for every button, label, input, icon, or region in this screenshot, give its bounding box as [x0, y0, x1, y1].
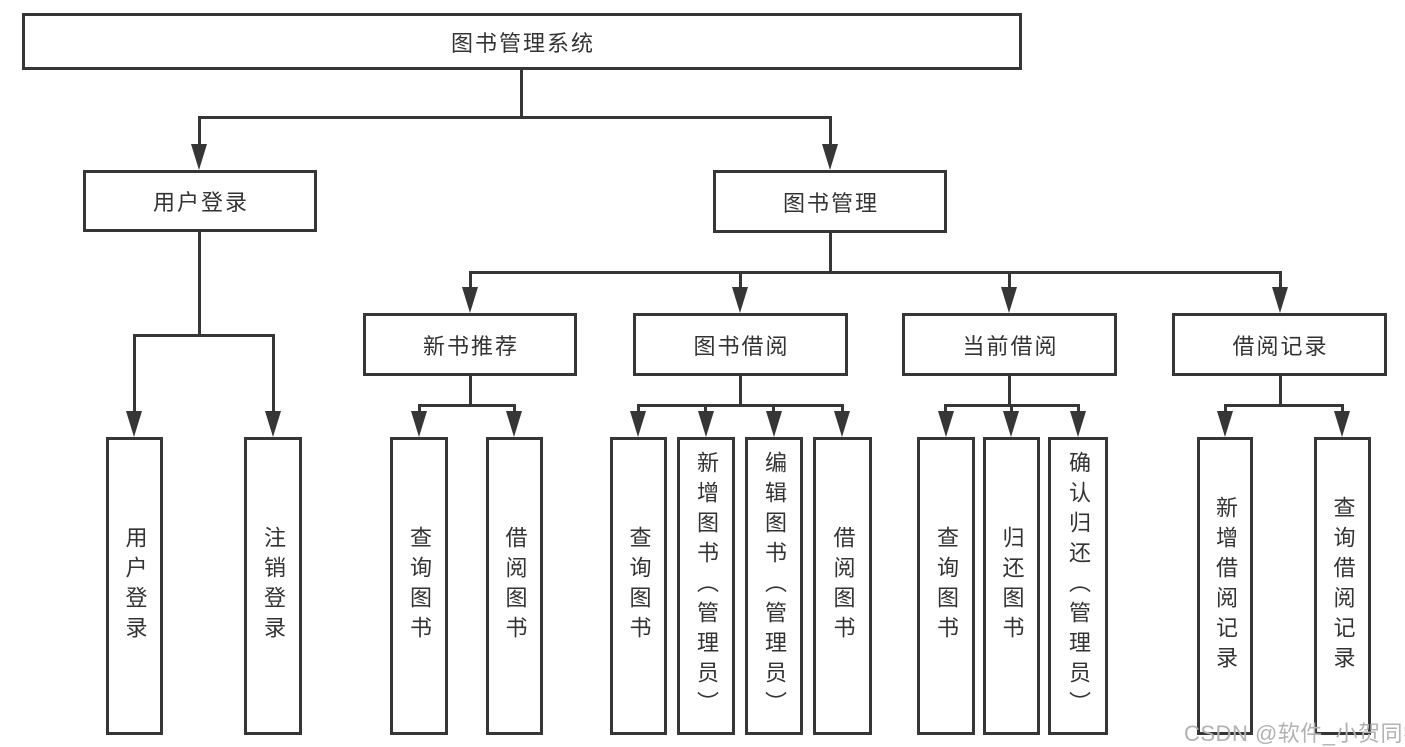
leaf-add-books-admin-label: 新增图书（管理员） [694, 451, 719, 721]
connector-drop-g3-4 [841, 404, 844, 413]
connector-recommend-stem [469, 375, 472, 406]
leaf-current-query-books: 查询图书 [917, 437, 975, 735]
arrow-down-icon [411, 411, 427, 437]
arrow-down-icon [506, 411, 522, 437]
arrow-down-icon [766, 411, 782, 437]
connector-drop-g4-3 [1077, 404, 1080, 413]
leaf-user-login-label: 用户登录 [122, 526, 148, 646]
arrow-down-icon [1001, 287, 1017, 313]
leaf-return-books: 归还图书 [983, 437, 1040, 735]
node-new-book-recommend-label: 新书推荐 [422, 333, 519, 359]
connector-current-stem [1008, 375, 1011, 406]
connector-borrowing-children [637, 404, 844, 407]
connector-drop-leaf-logout [272, 334, 275, 414]
leaf-query-borrow-record-label: 查询借阅记录 [1330, 496, 1356, 676]
connector-drop-book-borrowing [739, 271, 742, 290]
leaf-logout: 注销登录 [244, 437, 302, 735]
arrow-down-icon [126, 411, 142, 437]
connector-drop-user-login [198, 116, 201, 146]
connector-book-management-stem [829, 233, 832, 273]
leaf-edit-books-admin: 编辑图书（管理员） [745, 437, 803, 735]
arrow-down-icon [698, 411, 714, 437]
leaf-recommend-query-books-label: 查询图书 [407, 526, 432, 646]
arrow-down-icon [1070, 411, 1086, 437]
connector-drop-new-book-recommend [469, 271, 472, 290]
connector-drop-g4-2 [1010, 404, 1013, 413]
connector-drop-g3-2 [704, 404, 707, 413]
node-new-book-recommend: 新书推荐 [363, 313, 577, 376]
csdn-watermark: CSDN @软件_小贺同学 [1184, 721, 1405, 746]
connector-drop-g2-2 [513, 404, 516, 413]
node-book-borrowing-label: 图书借阅 [693, 333, 790, 359]
leaf-borrowing-query-books: 查询图书 [610, 437, 667, 735]
arrow-down-icon [834, 411, 850, 437]
leaf-recommend-borrow-books-label: 借阅图书 [502, 526, 528, 646]
connector-drop-g4-1 [944, 404, 947, 413]
node-borrowing-records-label: 借阅记录 [1232, 333, 1329, 359]
leaf-borrowing-borrow-books: 借阅图书 [813, 437, 872, 735]
arrow-down-icon [1272, 287, 1288, 313]
leaf-return-books-label: 归还图书 [999, 526, 1025, 646]
connector-drop-g5-2 [1341, 404, 1344, 413]
leaf-edit-books-admin-label: 编辑图书（管理员） [762, 451, 787, 721]
leaf-recommend-query-books: 查询图书 [390, 437, 448, 735]
connector-root-stem [520, 69, 523, 117]
leaf-user-login: 用户登录 [106, 437, 163, 735]
arrow-down-icon [462, 287, 478, 313]
arrow-down-icon [630, 411, 646, 437]
arrow-down-icon [191, 144, 207, 170]
node-book-management-label: 图书管理 [782, 190, 879, 216]
leaf-confirm-return-admin-label: 确认归还（管理员） [1066, 451, 1091, 721]
arrow-down-icon [1334, 411, 1350, 437]
node-user-login-label: 用户登录 [152, 190, 249, 215]
arrow-down-icon [938, 411, 954, 437]
arrow-down-icon [1217, 411, 1233, 437]
connector-drop-g5-1 [1224, 404, 1227, 413]
leaf-add-borrow-record-label: 新增借阅记录 [1213, 496, 1238, 676]
connector-level1 [198, 116, 832, 119]
leaf-recommend-borrow-books: 借阅图书 [486, 437, 543, 735]
leaf-confirm-return-admin: 确认归还（管理员） [1048, 437, 1108, 735]
connector-level2 [469, 271, 1282, 274]
node-book-borrowing: 图书借阅 [633, 313, 848, 376]
node-root-label: 图书管理系统 [450, 30, 595, 56]
connector-drop-borrowing-records [1279, 271, 1282, 290]
node-root: 图书管理系统 [22, 13, 1022, 70]
connector-drop-current-borrowing [1008, 271, 1011, 290]
connector-user-login-stem [198, 232, 201, 336]
leaf-borrowing-borrow-books-label: 借阅图书 [830, 526, 856, 646]
leaf-add-borrow-record: 新增借阅记录 [1197, 437, 1253, 735]
connector-records-children [1224, 404, 1344, 407]
arrow-down-icon [1003, 411, 1019, 437]
node-user-login: 用户登录 [83, 170, 317, 232]
connector-drop-g3-3 [772, 404, 775, 413]
leaf-query-borrow-record: 查询借阅记录 [1314, 437, 1371, 735]
connector-borrowing-stem [739, 375, 742, 406]
node-book-management: 图书管理 [713, 170, 947, 233]
connector-drop-leaf-user-login [133, 334, 136, 414]
leaf-add-books-admin: 新增图书（管理员） [677, 437, 735, 735]
leaf-current-query-books-label: 查询图书 [934, 526, 959, 646]
leaf-borrowing-query-books-label: 查询图书 [626, 526, 652, 646]
connector-drop-book-management [829, 116, 832, 146]
arrow-down-icon [265, 411, 281, 437]
connector-user-login-children [133, 334, 275, 337]
node-current-borrowing: 当前借阅 [902, 313, 1117, 376]
arrow-down-icon [822, 144, 838, 170]
connector-drop-g2-1 [418, 404, 421, 413]
connector-drop-g3-1 [637, 404, 640, 413]
connector-recommend-children [418, 404, 516, 407]
arrow-down-icon [732, 287, 748, 313]
node-borrowing-records: 借阅记录 [1172, 313, 1387, 376]
node-current-borrowing-label: 当前借阅 [962, 333, 1059, 359]
connector-records-stem [1279, 375, 1282, 406]
leaf-logout-label: 注销登录 [261, 526, 286, 646]
